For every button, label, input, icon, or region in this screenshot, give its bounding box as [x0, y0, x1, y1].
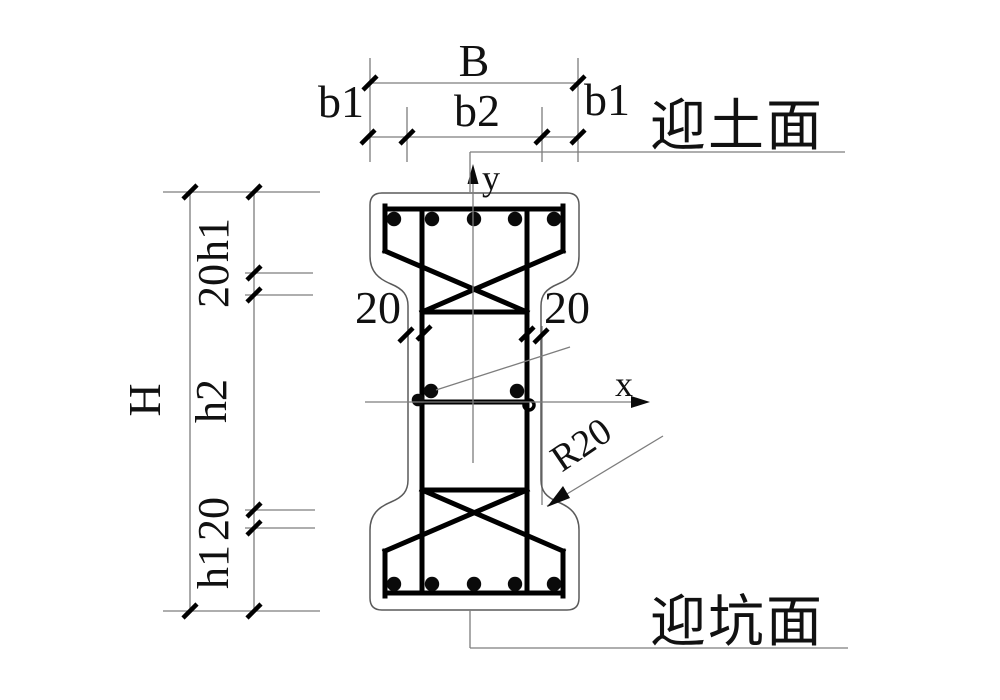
rebar-dot — [546, 211, 562, 227]
stirrup-hook — [522, 398, 536, 412]
tick — [245, 519, 263, 537]
dim-label-h2: h2 — [187, 379, 236, 423]
tick — [398, 128, 416, 146]
dim-label-20-bottom: 20 — [189, 497, 238, 541]
tick — [245, 602, 263, 620]
y-axis-arrowhead — [467, 164, 479, 184]
x-axis-arrowhead — [631, 396, 650, 408]
tick — [518, 325, 536, 343]
x-axis-label: x — [615, 364, 633, 404]
rebar-dot-mid-right — [509, 383, 525, 399]
dim-label-h1-bottom: h1 — [189, 545, 238, 589]
stirrup-lap-dot — [411, 393, 425, 407]
tick — [245, 183, 263, 201]
tick — [361, 74, 379, 92]
tick — [181, 602, 199, 620]
tick — [397, 326, 415, 344]
dimension-ticks — [181, 74, 587, 620]
dim-label-b2: b2 — [454, 85, 500, 136]
bottom-face-label: 迎坑面 — [650, 592, 824, 654]
cover-label-right: 20 — [544, 282, 590, 333]
tick — [245, 264, 263, 282]
rebar-dot — [424, 576, 440, 592]
tick — [533, 128, 551, 146]
tick — [569, 128, 587, 146]
top-face-label: 迎土面 — [650, 96, 824, 158]
top-face-leader — [469, 151, 845, 192]
section-outline — [369, 192, 580, 611]
tick — [245, 286, 263, 304]
dim-label-H: H — [119, 383, 170, 416]
rebar-cage — [381, 203, 567, 599]
r20-arrowhead — [547, 486, 570, 507]
dimension-labels: B b1 b2 b1 H h1 20 h2 20 h1 20 20 — [119, 35, 630, 589]
axes: y x — [365, 158, 650, 463]
rebar-dot — [386, 211, 402, 227]
y-axis-label: y — [482, 158, 500, 198]
tick — [359, 128, 377, 146]
dim-label-b1-left: b1 — [318, 76, 364, 127]
tick — [569, 74, 587, 92]
tick — [245, 501, 263, 519]
rebar-dot — [507, 576, 523, 592]
bottom-cross-brace-left — [381, 486, 531, 555]
dim-label-h1-top: h1 — [189, 218, 238, 262]
rebar-dot — [466, 576, 482, 592]
tick — [181, 183, 199, 201]
cover-label-left: 20 — [355, 282, 401, 333]
face-labels: 迎土面 迎坑面 — [469, 96, 848, 654]
tick — [532, 327, 550, 345]
rebar-dots — [386, 211, 562, 592]
bottom-cross-brace-right — [418, 486, 567, 555]
dim-label-20-top: 20 — [189, 264, 238, 308]
top-cross-brace-left — [381, 247, 531, 316]
rebar-dot — [386, 576, 402, 592]
bottom-face-leader — [469, 610, 848, 649]
rebar-dot — [466, 211, 482, 227]
dim-label-B: B — [459, 35, 490, 86]
top-cross-brace-right — [418, 247, 567, 316]
rebar-dot — [546, 576, 562, 592]
tick — [415, 324, 433, 342]
rebar-dot — [507, 211, 523, 227]
rebar-dot-mid-left — [423, 383, 439, 399]
rebar-dot — [424, 211, 440, 227]
mid-rebar-leader — [435, 346, 571, 391]
dim-label-b1-right: b1 — [584, 74, 630, 125]
